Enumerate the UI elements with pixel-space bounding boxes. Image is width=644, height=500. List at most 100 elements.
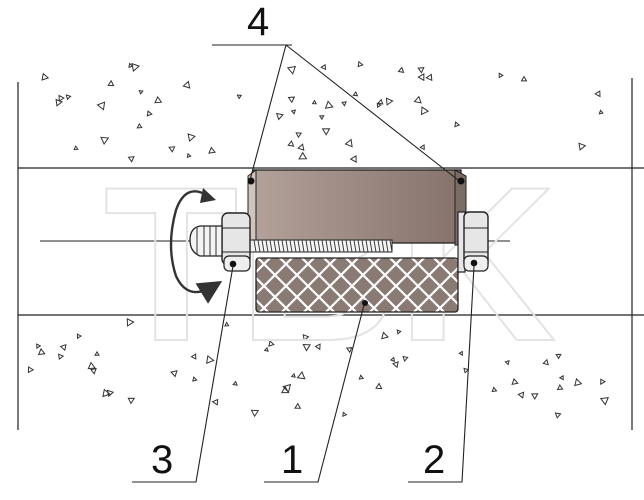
aggregate-speckle [392,361,399,369]
aggregate-speckle [286,65,297,75]
aggregate-speckle [511,377,519,386]
aggregate-speckle [425,73,433,82]
aggregate-speckle [138,90,144,95]
callout-label-2: 2 [423,438,446,482]
aggregate-speckle [311,99,317,105]
aggregate-speckle [192,376,198,382]
aggregate-speckle [349,155,357,163]
thread-mark [301,239,305,253]
aggregate-speckle [250,409,260,418]
aggregate-speckle [280,385,290,394]
aggregate-speckle [417,73,425,82]
aggregate-speckle [358,374,365,380]
thread-mark [389,239,393,253]
aggregate-speckle [298,151,308,160]
thread-mark [261,239,265,253]
aggregate-speckle [224,321,230,327]
right-nut-dot [470,259,478,267]
aggregate-speckle [342,411,348,417]
callout-label-1: 1 [281,438,304,482]
aggregate-speckle [413,95,422,104]
aggregate-speckle [190,353,197,360]
aggregate-speckle [170,370,178,378]
aggregate-speckle [282,383,292,393]
aggregate-speckle [458,350,463,356]
aggregate-speckle [290,109,297,115]
aggregate-speckle [345,346,353,354]
thread-mark [317,239,321,253]
aggregate-speckle [598,109,604,115]
aggregate-speckle [302,334,310,342]
aggregate-speckle [263,346,269,352]
tightening-arrow-head-top [200,188,216,203]
aggregate-speckle [136,122,143,129]
leader-3 [132,265,234,483]
concrete-aggregate [27,60,609,419]
aggregate-speckle [320,63,327,71]
thread-mark [305,239,309,253]
aggregate-speckle [420,106,430,116]
aggregate-speckle [294,402,302,409]
left-washer [223,255,251,272]
aggregate-speckle [268,340,275,347]
aggregate-speckle [102,388,111,398]
aggregate-speckle [232,380,238,386]
thread-mark [281,239,285,253]
aggregate-speckle [385,97,394,106]
aggregate-speckle [324,100,334,109]
aggregate-speckle [389,356,396,363]
aggregate-speckle [498,72,504,79]
aggregate-speckle [94,350,100,356]
aggregate-speckle [100,136,110,145]
aggregate-speckle [396,329,402,335]
leader-2 [408,265,475,483]
thread-mark [369,239,373,253]
thread-mark [325,239,329,253]
tightening-arrow-icon [169,190,223,304]
aggregate-speckle [287,96,296,104]
aggregate-speckle [89,368,97,375]
aggregate-speckle [463,367,470,374]
thread-mark [269,239,273,253]
aggregate-speckle [57,353,65,361]
thread-mark [345,239,349,253]
aggregate-speckle [236,94,243,100]
sleeve-left-dot [247,177,255,185]
aggregate-speckle [530,393,539,400]
thread-mark [365,239,369,253]
aggregate-speckle [600,378,607,385]
thread-mark [341,239,345,253]
aggregate-speckle [556,384,564,391]
thread-mark [313,239,317,253]
aggregate-speckle [352,91,359,97]
aggregate-speckle [381,331,389,340]
thread-mark [361,239,365,253]
aggregate-speckle [96,101,106,111]
aggregate-speckle [168,146,176,153]
aggregate-speckle [126,317,135,327]
thread-mark [253,239,257,253]
thread-mark [377,239,381,253]
thread-mark [289,239,293,253]
aggregate-speckle [344,138,353,148]
aggregate-speckle [106,389,115,398]
thread-mark [293,239,297,253]
sleeve-part-4 [252,169,462,244]
aggregate-speckle [36,343,42,349]
aggregate-speckle [37,347,46,356]
thread-mark [309,239,313,253]
aggregate-speckle [107,79,115,87]
aggregate-speckle [542,358,549,366]
thread-mark [353,239,357,253]
aggregate-speckle [558,374,564,381]
thread-mark [297,239,301,253]
aggregate-speckle [554,412,562,419]
aggregate-speckle [314,343,321,351]
aggregate-speckle [357,60,364,68]
aggregate-speckle [27,366,35,374]
aggregate-speckle [520,75,528,82]
aggregate-speckle [555,353,562,360]
aggregate-speckle [454,121,461,128]
